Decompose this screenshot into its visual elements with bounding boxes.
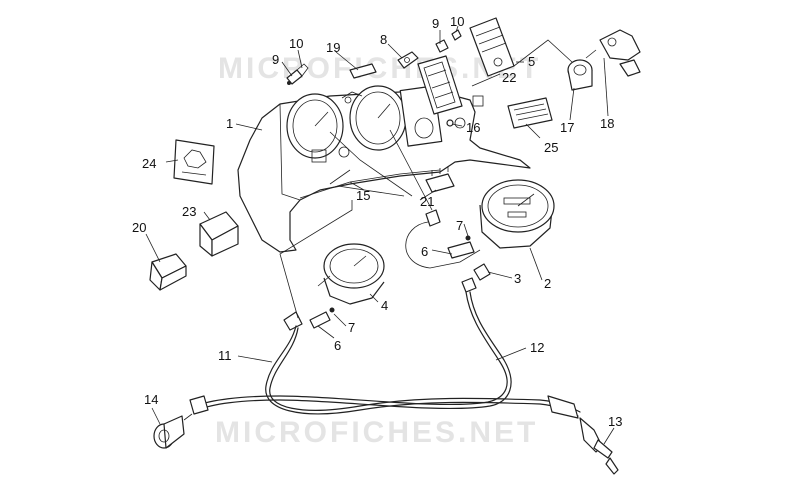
callout-17: 17 — [560, 120, 574, 135]
callout-labels: 1 2 3 4 5 6 6 7 7 8 9 9 10 10 11 12 13 1… — [132, 14, 622, 429]
speedometer-2 — [479, 179, 555, 249]
cable-drive-14 — [153, 413, 193, 449]
lamp-16 — [446, 119, 454, 127]
switch-20 — [149, 253, 187, 291]
callout-24: 24 — [142, 156, 156, 171]
callout-2: 2 — [544, 276, 551, 291]
label-plate-25 — [507, 97, 553, 129]
callout-21: 21 — [420, 194, 434, 209]
cable-end-13 — [579, 417, 619, 475]
callout-6-left: 6 — [334, 338, 341, 353]
connector-21 — [425, 166, 455, 193]
ignition-switch — [567, 29, 641, 91]
cable-nut-3 — [473, 263, 491, 281]
callout-15: 15 — [356, 188, 370, 203]
callout-4: 4 — [381, 298, 388, 313]
callout-18: 18 — [600, 116, 614, 131]
tachometer-cable-11 — [265, 311, 581, 419]
bracket-part-8 — [397, 51, 419, 69]
bulb-6-left — [309, 311, 331, 329]
tachometer-4 — [317, 243, 385, 305]
indicator-lens-frame — [417, 55, 463, 115]
callout-22: 22 — [502, 70, 516, 85]
callout-20: 20 — [132, 220, 146, 235]
callout-9-right: 9 — [432, 16, 439, 31]
label-plate-19 — [349, 63, 377, 79]
callout-7-right: 7 — [456, 218, 463, 233]
callout-7-left: 7 — [348, 320, 355, 335]
bulb-holder-left — [286, 63, 309, 85]
callout-10-left: 10 — [289, 36, 303, 51]
callout-16: 16 — [466, 120, 480, 135]
callout-6-right: 6 — [421, 244, 428, 259]
callout-11: 11 — [218, 348, 232, 363]
instrument-wire — [405, 221, 481, 269]
callout-14: 14 — [144, 392, 158, 407]
decal-24 — [173, 139, 215, 185]
bulb-6-right — [447, 241, 475, 259]
callout-13: 13 — [608, 414, 622, 429]
callout-9-left: 9 — [272, 52, 279, 67]
callout-1: 1 — [226, 116, 233, 131]
callout-19: 19 — [326, 40, 340, 55]
speedometer-cable-12 — [189, 291, 512, 415]
relay-23 — [199, 211, 239, 257]
callout-5: 5 — [528, 54, 535, 69]
callout-3: 3 — [514, 271, 521, 286]
bulb-holder-right — [435, 29, 462, 53]
switch-panel-5 — [469, 17, 573, 107]
washer-7-left — [329, 307, 335, 313]
callout-8: 8 — [380, 32, 387, 47]
callout-10-right: 10 — [450, 14, 464, 29]
callout-12: 12 — [530, 340, 544, 355]
washer-7-right — [465, 235, 471, 241]
callout-25: 25 — [544, 140, 558, 155]
leader-lines — [145, 25, 615, 445]
callout-23: 23 — [182, 204, 196, 219]
bulb-socket-upper — [425, 209, 441, 227]
watermark-bottom: MICROFICHES.NET — [215, 416, 538, 449]
